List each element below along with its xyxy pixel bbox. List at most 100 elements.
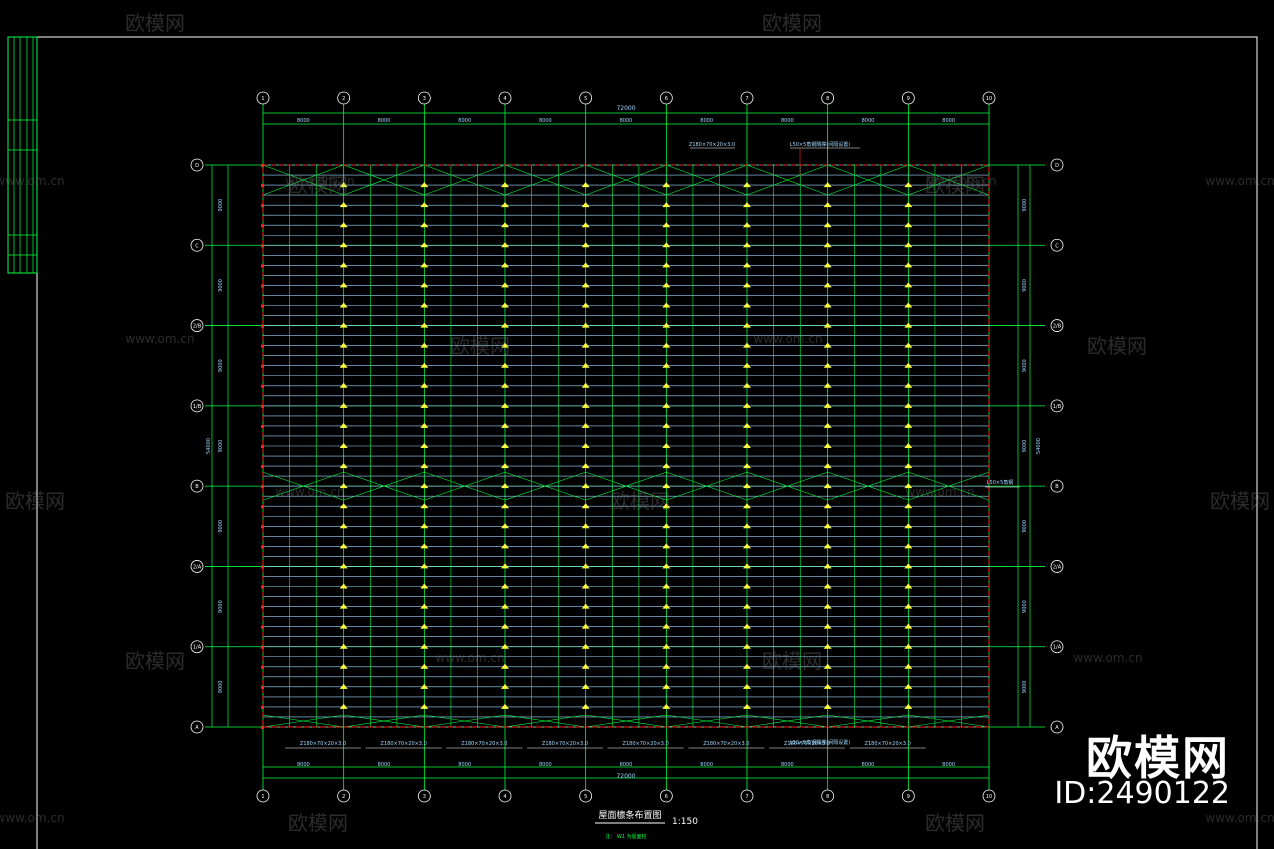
brace-marker (501, 322, 509, 328)
brace-marker (581, 282, 590, 288)
brace-marker (420, 523, 429, 529)
brace-marker (823, 583, 832, 589)
brace-marker (823, 503, 832, 509)
brace-marker (904, 222, 913, 228)
brace-marker (823, 202, 832, 208)
axis-label-x: 5 (584, 794, 587, 800)
axis-bubble-y (1050, 479, 1064, 493)
brand-watermark: 欧模网 (5, 489, 65, 513)
brace-marker (743, 302, 751, 308)
x-brace (666, 471, 748, 501)
x-brace (585, 164, 667, 196)
x-brace (424, 714, 506, 728)
brace-marker (581, 583, 590, 589)
brace-marker (743, 563, 751, 569)
edge-tick (261, 244, 264, 248)
brace-marker (662, 202, 671, 208)
member-label-bottom: Z180×70×20×3.0 (381, 741, 427, 747)
site-watermark: www.om.cn (275, 485, 344, 499)
side-total-right: 54000 (1036, 438, 1042, 454)
axis-label-x: 10 (986, 96, 992, 102)
brace-marker (581, 523, 590, 529)
brace-marker (339, 382, 348, 388)
brace-marker (501, 402, 509, 408)
brace-marker (501, 242, 509, 248)
brace-marker (662, 703, 671, 709)
brace-marker (904, 463, 913, 469)
axis-bubble-y (1050, 560, 1064, 573)
brace-marker (339, 603, 348, 609)
brace-marker (823, 643, 832, 649)
member-label-bottom: Z180×70×20×3.0 (784, 741, 830, 747)
edge-tick (261, 545, 264, 549)
brace-label-top: L50×5角钢隅撑(间隔设置) (790, 141, 850, 148)
member-label-bottom: Z180×70×20×3.0 (703, 741, 749, 747)
brace-marker (420, 583, 429, 589)
brace-marker (662, 402, 671, 408)
brace-marker (662, 222, 671, 228)
member-label-mid: L50×5角钢 (987, 479, 1014, 486)
bay-dim-top: 8000 (862, 118, 875, 124)
edge-tick (261, 625, 264, 629)
brace-marker (339, 302, 348, 308)
brace-marker (501, 302, 509, 308)
axis-label-x: 1 (261, 794, 264, 800)
side-dim-left: 9000 (218, 680, 224, 693)
brace-marker (420, 222, 429, 228)
brace-marker (662, 563, 671, 569)
brace-marker (581, 362, 590, 368)
axis-label-y: 2/B (193, 324, 202, 330)
brace-marker (420, 663, 429, 669)
brace-marker (420, 643, 429, 649)
brace-marker (904, 322, 913, 328)
brace-marker (420, 623, 429, 629)
brace-marker (743, 643, 751, 649)
total-dim-bottom: 72000 (616, 773, 635, 780)
brace-marker (501, 583, 509, 589)
axis-label-y: D (1055, 163, 1059, 169)
x-brace (908, 164, 990, 196)
brace-marker (501, 483, 509, 489)
brace-marker (581, 463, 590, 469)
watermark-brand: 欧模网 (1086, 731, 1230, 785)
site-watermark: www.om.cn (753, 332, 822, 346)
brace-marker (904, 282, 913, 288)
axis-bubble-x (982, 789, 996, 803)
x-brace (827, 164, 909, 196)
axis-label-x: 8 (826, 96, 829, 102)
brace-marker (339, 262, 348, 268)
brace-marker (581, 422, 590, 428)
bay-dim-top: 8000 (620, 118, 633, 124)
x-brace (908, 714, 990, 728)
axis-bubble-x (901, 789, 915, 803)
brace-marker (904, 342, 913, 348)
brace-marker (823, 623, 832, 629)
brace-marker (501, 503, 509, 509)
brace-label-bottom: L50×5角钢隅撑(间隔设置) (790, 739, 850, 746)
brace-marker (501, 623, 509, 629)
bay-dim-bottom: 8000 (942, 762, 955, 768)
side-dim-right: 9000 (1022, 279, 1028, 292)
brace-marker (662, 302, 671, 308)
member-label-top: Z180×70×20×3.0 (689, 142, 735, 148)
brace-marker (581, 182, 590, 188)
axis-label-x: 10 (986, 794, 992, 800)
brace-marker (420, 322, 429, 328)
bay-dim-top: 8000 (297, 118, 310, 124)
brace-marker (743, 443, 751, 448)
axis-bubble-x (337, 789, 351, 803)
axis-label-y: C (1055, 243, 1059, 249)
axis-bubble-y (1050, 720, 1064, 734)
edge-tick (261, 685, 264, 689)
brace-marker (743, 202, 751, 208)
brace-marker (501, 222, 509, 228)
axis-bubble-y (1050, 319, 1064, 332)
side-dim-right: 9000 (1022, 199, 1028, 212)
site-watermark: www.om.cn (1205, 811, 1274, 825)
brace-marker (823, 302, 832, 308)
brace-marker (662, 523, 671, 529)
brace-marker (904, 302, 913, 308)
brace-marker (743, 683, 751, 689)
brace-marker (339, 362, 348, 368)
